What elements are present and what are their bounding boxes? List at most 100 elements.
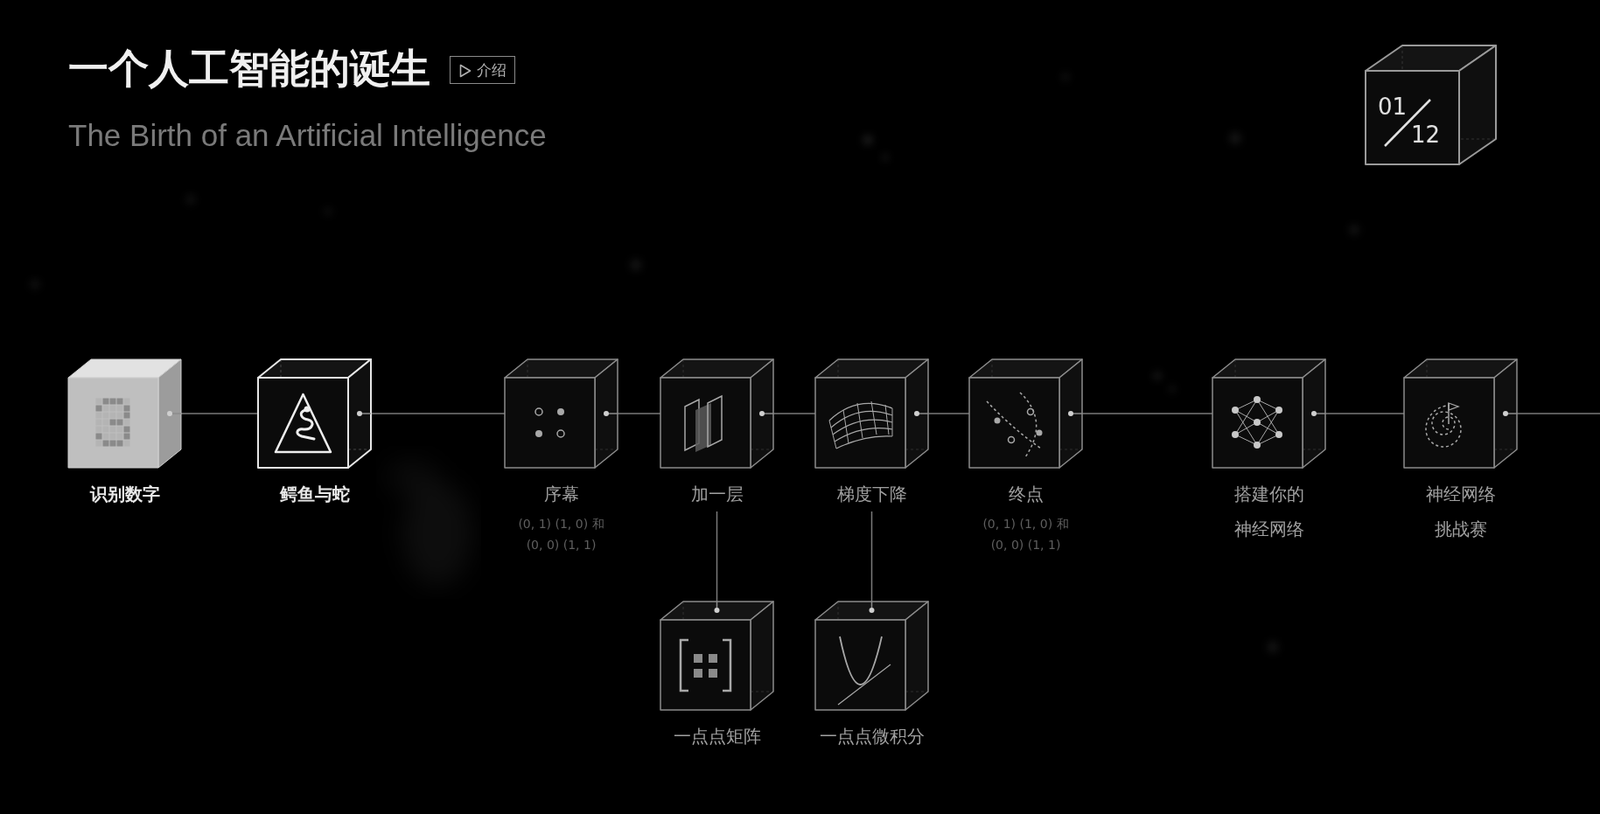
- decoration: [103, 405, 110, 413]
- timeline-connector: [1325, 412, 1405, 415]
- decoration: [557, 430, 565, 438]
- nebula: [384, 459, 473, 587]
- decoration: [103, 440, 110, 448]
- decoration: [110, 419, 117, 427]
- chapter-cube: 识别数字: [68, 359, 182, 512]
- decoration: [1059, 359, 1083, 469]
- appendix-cube: 一点点微积分: [815, 601, 929, 755]
- decoration: [275, 394, 331, 453]
- decoration: [815, 359, 929, 469]
- decoration: [1231, 406, 1239, 414]
- appendix-cube: 一点点矩阵: [660, 601, 774, 755]
- chapter-cube: 搭建你的 神经网络: [1212, 359, 1326, 547]
- decoration: [124, 405, 131, 413]
- decoration: [117, 412, 124, 420]
- decoration: [124, 440, 131, 448]
- cube-shape: [1404, 359, 1517, 469]
- decoration: [110, 398, 117, 406]
- subtitle: The Birth of an Artificial Intelligence: [68, 117, 547, 154]
- decoration: [117, 440, 124, 448]
- title-wrap: 一个人工智能的诞生: [68, 43, 431, 93]
- decoration: [1311, 411, 1317, 417]
- decoration: [96, 398, 103, 406]
- decoration: [103, 419, 110, 427]
- decoration: [1257, 422, 1279, 435]
- cube-label: 序幕: [544, 476, 580, 512]
- decoration: [117, 419, 124, 427]
- decoration: [594, 359, 618, 469]
- timeline-connector: [1082, 412, 1213, 415]
- page-number: 12: [1411, 123, 1440, 147]
- decoration: [603, 411, 609, 417]
- cube-shape: [68, 359, 182, 469]
- decoration: [1235, 434, 1258, 446]
- chapter-cube: 梯度下降: [815, 359, 929, 512]
- decoration: [815, 377, 906, 469]
- decoration: [680, 640, 731, 692]
- decoration: [304, 406, 311, 413]
- decoration: [504, 377, 595, 469]
- cube-label: 一点点矩阵: [673, 719, 762, 755]
- decoration: [839, 636, 882, 685]
- decoration: [1275, 431, 1283, 439]
- decoration: [750, 601, 774, 711]
- decoration: [714, 607, 720, 614]
- decoration: [96, 426, 103, 434]
- decoration: [969, 377, 1060, 469]
- star: [323, 207, 333, 217]
- decoration: [815, 620, 906, 711]
- decoration: [103, 426, 110, 434]
- star: [185, 194, 196, 205]
- subtitle-wrap: The Birth of an Artificial Intelligence: [68, 117, 547, 154]
- star: [881, 153, 889, 161]
- decoration: [693, 654, 703, 664]
- decoration: [1257, 410, 1279, 446]
- decoration: [96, 419, 103, 427]
- decoration: [1027, 409, 1035, 416]
- decoration: [969, 359, 1083, 469]
- decoration: [117, 426, 124, 434]
- decoration: [356, 411, 363, 417]
- decoration: [535, 408, 543, 416]
- page-counter-cube: 0112: [1365, 45, 1496, 165]
- decoration: [96, 405, 103, 413]
- cube-shape: [815, 601, 929, 711]
- timeline-connector: [617, 412, 661, 415]
- decoration: [905, 359, 929, 469]
- timeline-connector: [773, 412, 816, 415]
- cube-shape: [815, 359, 929, 469]
- decoration: [557, 408, 565, 416]
- star: [1266, 641, 1279, 654]
- decoration: [750, 359, 774, 469]
- decoration: [96, 440, 103, 448]
- star: [629, 258, 643, 272]
- star: [1229, 132, 1242, 145]
- decoration: [117, 398, 124, 406]
- cube-shape: [660, 359, 774, 469]
- decoration: [869, 607, 875, 614]
- cube-label: 鳄鱼与蛇: [279, 476, 350, 512]
- cube-label: 搭建你的 神经网络: [1229, 476, 1310, 547]
- decoration: [1235, 410, 1258, 423]
- decoration: [96, 433, 103, 441]
- decoration: [103, 398, 110, 406]
- decoration: [167, 411, 173, 417]
- cube-shape: [660, 601, 774, 711]
- decoration: [504, 359, 618, 469]
- chapter-cube: 终点(0, 1) (1, 0) 和 (0, 0) (1, 1): [969, 359, 1083, 556]
- cube-label: 神经网络 挑战赛: [1420, 476, 1502, 547]
- chapter-cube: 神经网络 挑战赛: [1404, 359, 1517, 547]
- decoration: [1235, 399, 1258, 435]
- nebula-cloud: [384, 459, 438, 495]
- decoration: [1404, 359, 1517, 469]
- decoration: [158, 359, 182, 469]
- decoration: [103, 433, 110, 441]
- decoration: [68, 377, 159, 469]
- cube-shape: [1212, 359, 1326, 469]
- decoration: [660, 377, 751, 469]
- nebula-cloud: [402, 481, 473, 587]
- star: [862, 134, 874, 146]
- chapter-cube: 加一层: [660, 359, 774, 512]
- star: [1348, 224, 1360, 236]
